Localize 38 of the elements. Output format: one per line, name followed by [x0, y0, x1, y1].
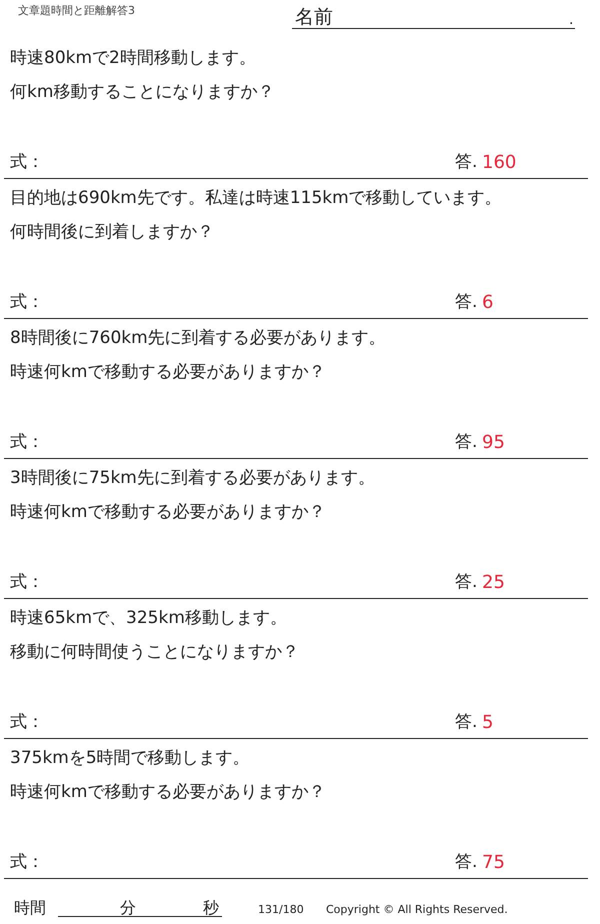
answer-label: 答. — [455, 712, 478, 732]
question-text: 目的地は690km先です。私達は時速115kmで移動しています。 — [10, 188, 502, 208]
answer-value: 75 — [482, 852, 505, 874]
formula-label: 式： — [10, 152, 44, 172]
question-text: 何時間後に到着しますか？ — [10, 222, 214, 242]
page-number: 131/180 — [258, 903, 304, 916]
copyright-text: Copyright © All Rights Reserved. — [326, 903, 508, 916]
seconds-label: 秒 — [203, 898, 219, 918]
answer-label: 答. — [455, 852, 478, 872]
answer-label: 答. — [455, 572, 478, 592]
answer-label: 答. — [455, 152, 478, 172]
answer-value: 5 — [482, 712, 494, 734]
answer-value: 25 — [482, 572, 505, 594]
question-text: 時速何kmで移動する必要がありますか？ — [10, 362, 326, 382]
formula-label: 式： — [10, 292, 44, 312]
question-text: 375kmを5時間で移動します。 — [10, 748, 250, 768]
formula-label: 式： — [10, 572, 44, 592]
question-text: 時速80kmで2時間移動します。 — [10, 48, 256, 68]
answer-value: 95 — [482, 432, 505, 454]
question-text: 時速何kmで移動する必要がありますか？ — [10, 782, 326, 802]
question-text: 時速何kmで移動する必要がありますか？ — [10, 502, 326, 522]
answer-value: 160 — [482, 152, 516, 174]
formula-label: 式： — [10, 432, 44, 452]
answer-label: 答. — [455, 292, 478, 312]
question-text: 時速65kmで、325km移動します。 — [10, 608, 287, 628]
formula-label: 式： — [10, 852, 44, 872]
formula-label: 式： — [10, 712, 44, 732]
question-text: 8時間後に760km先に到着する必要があります。 — [10, 328, 386, 348]
period-mark: . — [569, 12, 574, 29]
name-label: 名前 — [295, 6, 333, 29]
minutes-label: 分 — [120, 898, 136, 918]
question-text: 3時間後に75km先に到着する必要があります。 — [10, 468, 375, 488]
question-text: 移動に何時間使うことになりますか？ — [10, 642, 299, 662]
question-text: 何km移動することになりますか？ — [10, 82, 274, 102]
answer-label: 答. — [455, 432, 478, 452]
worksheet-title: 文章題時間と距離解答3 — [18, 4, 135, 18]
answer-value: 6 — [482, 292, 494, 314]
time-label: 時間 — [14, 898, 46, 918]
